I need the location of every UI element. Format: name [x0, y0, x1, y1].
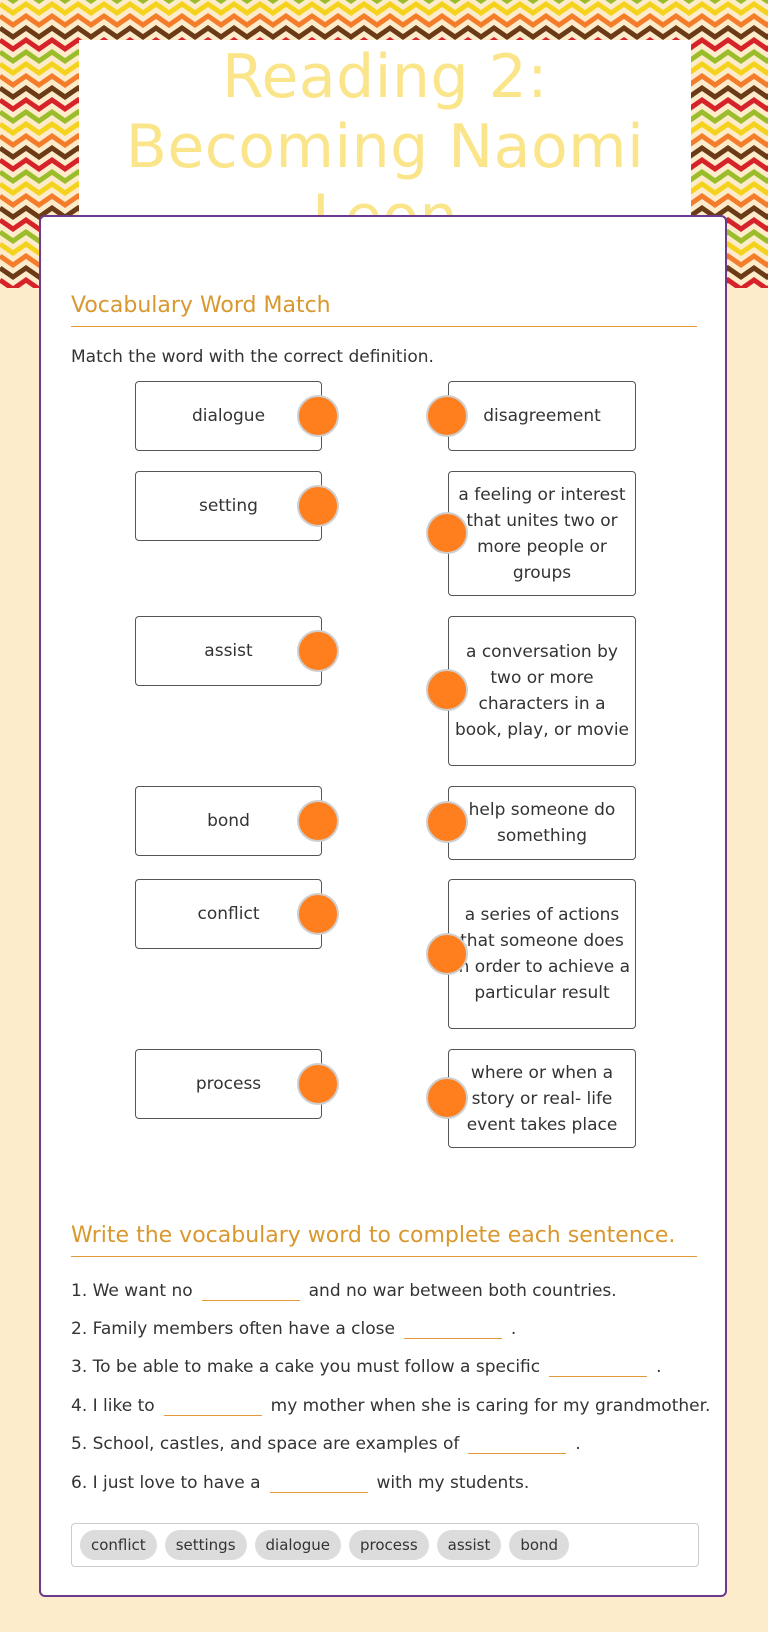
match-left-label: conflict	[197, 904, 260, 924]
word-bank: conflict settings dialogue process assis…	[71, 1523, 699, 1567]
chevron-stripe	[0, 12, 768, 29]
match-right-definition[interactable]: help someone do something	[448, 786, 636, 860]
sentence-text: with my students.	[376, 1473, 530, 1493]
fill-in-heading: Write the vocabulary word to complete ea…	[71, 1223, 697, 1257]
match-instructions: Match the word with the correct definiti…	[71, 347, 434, 367]
title-card: Reading 2: Becoming Naomi Leon	[79, 40, 691, 220]
chevron-stripe	[7, 0, 768, 5]
match-connector-dot[interactable]	[297, 630, 339, 672]
match-right-label: a feeling or interest that unites two or…	[458, 484, 626, 583]
sentence-text: 1. We want no	[71, 1281, 193, 1301]
sentence-text: 4. I like to	[71, 1396, 155, 1416]
sentence-6: 6. I just love to have a with my students…	[71, 1472, 529, 1493]
sentence-2: 2. Family members often have a close.	[71, 1318, 516, 1339]
match-right-definition[interactable]: a series of actions that someone does in…	[448, 879, 636, 1029]
match-left-label: bond	[207, 811, 250, 831]
worksheet-card: Vocabulary Word Match Match the word wit…	[39, 215, 727, 1597]
answer-blank[interactable]	[468, 1433, 567, 1454]
match-left-word[interactable]: process	[135, 1049, 322, 1119]
match-right-label: disagreement	[483, 406, 601, 426]
answer-blank[interactable]	[403, 1318, 502, 1339]
word-bank-chip[interactable]: dialogue	[254, 1530, 341, 1560]
chevron-stripe	[0, 0, 768, 17]
match-right-definition[interactable]: disagreement	[448, 381, 636, 451]
match-left-word[interactable]: setting	[135, 471, 322, 541]
match-connector-dot[interactable]	[297, 1063, 339, 1105]
answer-blank[interactable]	[201, 1280, 300, 1301]
sentence-5: 5. School, castles, and space are exampl…	[71, 1433, 581, 1454]
match-right-label: help someone do something	[468, 800, 616, 846]
match-connector-dot[interactable]	[297, 395, 339, 437]
match-left-word[interactable]: assist	[135, 616, 322, 686]
worksheet-title: Reading 2: Becoming Naomi Leon	[125, 42, 645, 220]
match-right-label: a series of actions that someone does in…	[453, 905, 631, 1003]
match-left-word[interactable]: bond	[135, 786, 322, 856]
sentence-text: .	[656, 1357, 662, 1377]
word-bank-chip[interactable]: assist	[436, 1530, 502, 1560]
chevron-stripe	[0, 24, 768, 41]
sentence-text: 6. I just love to have a	[71, 1473, 261, 1493]
sentence-4: 4. I like to my mother when she is caring…	[71, 1395, 710, 1416]
match-connector-dot[interactable]	[297, 800, 339, 842]
match-connector-dot[interactable]	[297, 893, 339, 935]
sentence-1: 1. We want no and no war between both cou…	[71, 1280, 617, 1301]
answer-blank[interactable]	[549, 1356, 648, 1377]
match-left-label: dialogue	[191, 406, 266, 426]
match-right-definition[interactable]: a feeling or interest that unites two or…	[448, 471, 636, 596]
match-left-label: setting	[199, 496, 258, 516]
vocabulary-match-heading: Vocabulary Word Match	[71, 293, 697, 327]
match-connector-dot[interactable]	[297, 485, 339, 527]
sentence-text: .	[575, 1434, 581, 1454]
match-left-word[interactable]: conflict	[135, 879, 322, 949]
match-connector-dot[interactable]	[426, 933, 468, 975]
word-bank-chip[interactable]: bond	[509, 1530, 570, 1560]
match-right-definition[interactable]: where or when a story or real- life even…	[448, 1049, 636, 1148]
match-connector-dot[interactable]	[426, 801, 468, 843]
sentence-text: my mother when she is caring for my gran…	[270, 1396, 711, 1416]
sentence-text: 5. School, castles, and space are exampl…	[71, 1434, 460, 1454]
match-connector-dot[interactable]	[426, 1077, 468, 1119]
answer-blank[interactable]	[163, 1395, 262, 1416]
match-left-label: process	[195, 1074, 262, 1094]
match-left-word[interactable]: dialogue	[135, 381, 322, 451]
sentence-text: 3. To be able to make a cake you must fo…	[71, 1357, 541, 1377]
word-bank-chip[interactable]: process	[349, 1530, 429, 1560]
match-left-label: assist	[204, 641, 253, 661]
sentence-3: 3. To be able to make a cake you must fo…	[71, 1356, 662, 1377]
match-connector-dot[interactable]	[426, 395, 468, 437]
word-bank-chip[interactable]: settings	[164, 1530, 247, 1560]
match-right-label: a conversation by two or more characters…	[454, 642, 630, 740]
sentence-text: .	[510, 1319, 517, 1339]
sentence-text: and no war between both countries.	[308, 1281, 617, 1301]
answer-blank[interactable]	[269, 1472, 368, 1493]
match-connector-dot[interactable]	[426, 669, 468, 711]
word-bank-chip[interactable]: conflict	[80, 1530, 157, 1560]
match-right-label: where or when a story or real- life even…	[466, 1062, 618, 1135]
match-connector-dot[interactable]	[426, 512, 468, 554]
sentence-text: 2. Family members often have a close	[71, 1319, 395, 1339]
match-right-definition[interactable]: a conversation by two or more characters…	[448, 616, 636, 766]
